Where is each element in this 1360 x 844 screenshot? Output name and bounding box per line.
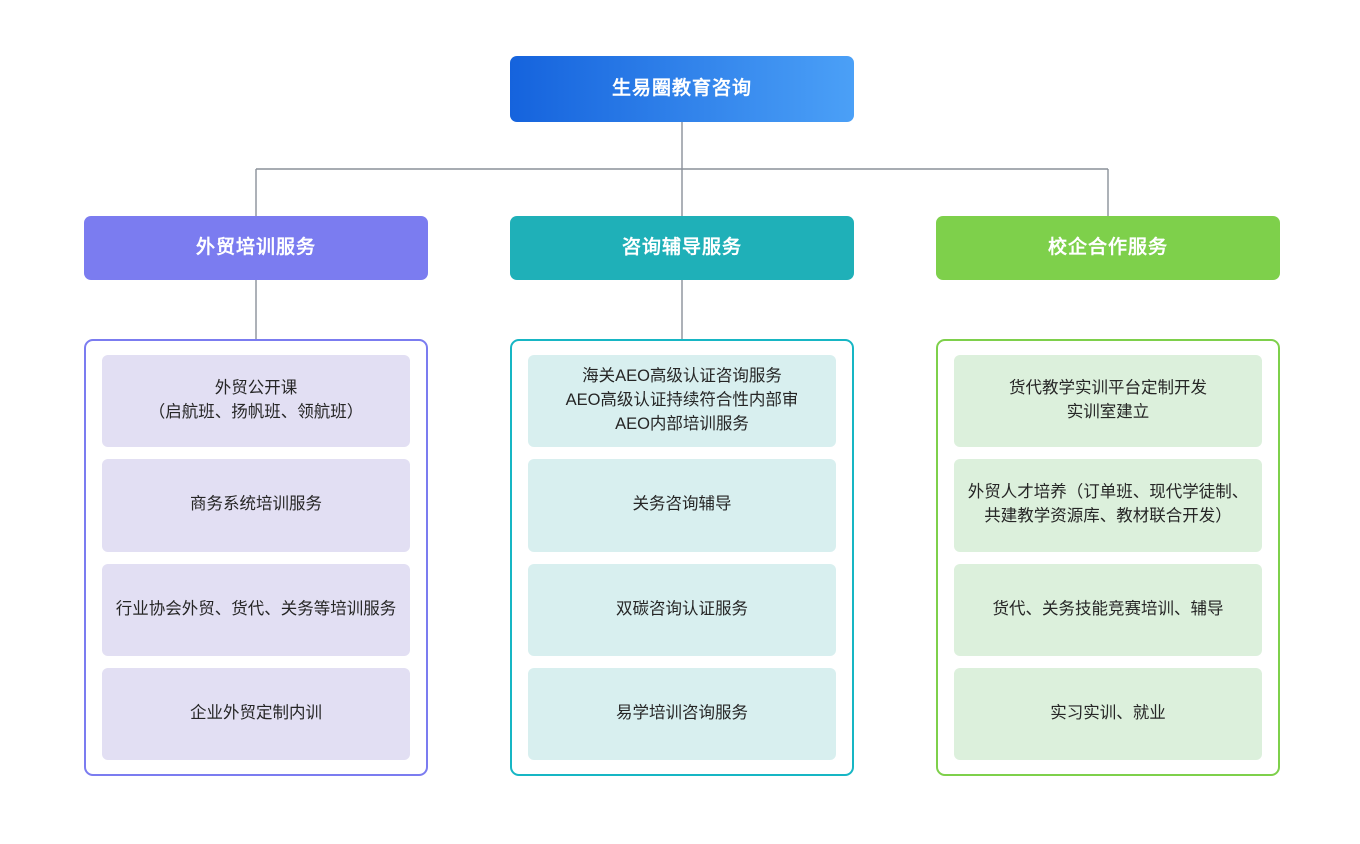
service-item[interactable]: 商务系统培训服务 xyxy=(102,459,410,552)
service-item[interactable]: 易学培训咨询服务 xyxy=(528,667,836,760)
category-header-school-enterprise[interactable]: 校企合作服务 xyxy=(936,216,1280,280)
service-item[interactable]: 货代教学实训平台定制开发 实训室建立 xyxy=(954,355,1262,448)
group-box-foreign-trade-training: 外贸公开课 （启航班、扬帆班、领航班） 商务系统培训服务 行业协会外贸、货代、关… xyxy=(84,339,428,776)
category-header-foreign-trade-training[interactable]: 外贸培训服务 xyxy=(84,216,428,280)
group-box-school-enterprise: 货代教学实训平台定制开发 实训室建立 外贸人才培养（订单班、现代学徒制、共建教学… xyxy=(936,339,1280,776)
service-item[interactable]: 海关AEO高级认证咨询服务 AEO高级认证持续符合性内部审 AEO内部培训服务 xyxy=(528,355,836,448)
service-item-label: 关务咨询辅导 xyxy=(632,495,732,514)
service-item-label: 货代、关务技能竞赛培训、辅导 xyxy=(992,599,1224,618)
service-item[interactable]: 外贸人才培养（订单班、现代学徒制、共建教学资源库、教材联合开发） xyxy=(954,459,1262,552)
service-item[interactable]: 行业协会外贸、货代、关务等培训服务 xyxy=(102,563,410,656)
service-item-label: 企业外贸定制内训 xyxy=(190,703,322,722)
service-item[interactable]: 货代、关务技能竞赛培训、辅导 xyxy=(954,563,1262,656)
service-item-label: 易学培训咨询服务 xyxy=(616,703,748,722)
service-item-label: 海关AEO高级认证咨询服务 AEO高级认证持续符合性内部审 AEO内部培训服务 xyxy=(565,367,799,434)
service-item-label: 外贸公开课 （启航班、扬帆班、领航班） xyxy=(148,379,364,422)
service-item-label: 双碳咨询认证服务 xyxy=(616,599,748,618)
category-header-label: 咨询辅导服务 xyxy=(621,236,742,258)
service-item[interactable]: 双碳咨询认证服务 xyxy=(528,563,836,656)
service-item[interactable]: 关务咨询辅导 xyxy=(528,459,836,552)
category-header-label: 校企合作服务 xyxy=(1047,236,1168,258)
root-node-label: 生易圈教育咨询 xyxy=(611,77,752,99)
service-item-label: 货代教学实训平台定制开发 实训室建立 xyxy=(1009,379,1207,422)
category-header-label: 外贸培训服务 xyxy=(195,236,316,258)
service-item-label: 行业协会外贸、货代、关务等培训服务 xyxy=(115,599,397,618)
service-item[interactable]: 企业外贸定制内训 xyxy=(102,667,410,760)
service-item[interactable]: 实习实训、就业 xyxy=(954,667,1262,760)
category-header-consulting-guidance[interactable]: 咨询辅导服务 xyxy=(510,216,854,280)
service-item[interactable]: 外贸公开课 （启航班、扬帆班、领航班） xyxy=(102,355,410,448)
service-item-label: 商务系统培训服务 xyxy=(190,495,322,514)
service-item-label: 外贸人才培养（订单班、现代学徒制、共建教学资源库、教材联合开发） xyxy=(967,483,1249,526)
service-item-label: 实习实训、就业 xyxy=(1050,703,1166,722)
root-node[interactable]: 生易圈教育咨询 xyxy=(510,56,854,122)
group-box-consulting-guidance: 海关AEO高级认证咨询服务 AEO高级认证持续符合性内部审 AEO内部培训服务 … xyxy=(510,339,854,776)
